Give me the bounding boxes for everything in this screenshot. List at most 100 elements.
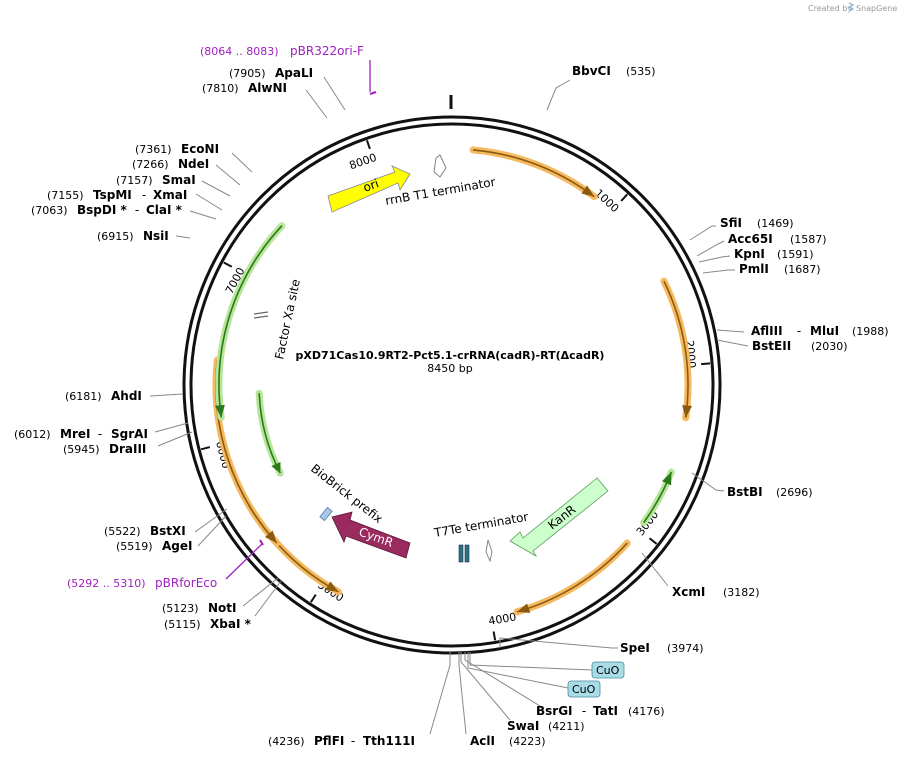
site-label-ahdi[interactable]: (6181) AhdI [65,389,142,403]
site-label-pflfi-tth111i[interactable]: (4236) PflFI - Tth111I [268,734,415,748]
tick-mark [648,537,658,545]
site-name: EcoNI [181,142,219,156]
site-name: SfiI [720,216,742,230]
site-name-2: TatI [593,704,618,718]
tspmi-leader [195,193,223,211]
site-label-acli[interactable]: AclI (4223) [470,734,546,748]
orf-arc-7[interactable] [255,389,284,477]
primer-pos: (5292 .. 5310) [67,577,146,590]
site-pos: (7361) [135,143,172,156]
site-label-spei[interactable]: SpeI (3974) [620,641,704,655]
primer-pbrforeco[interactable] [225,539,264,580]
xcmi-leader [641,552,669,587]
site-name-2: XmaI [153,188,187,202]
orf-arc-2[interactable] [660,277,692,422]
site-name: NdeI [178,157,209,171]
primer-label-pbr322ori-f[interactable]: (8064 .. 8083) pBR322ori-F [200,44,364,58]
site-label-smai[interactable]: (7157) SmaI [116,173,196,187]
site-label-mrei-sgrai[interactable]: (6012) MreI - SgrAI [14,427,148,441]
snapgene-logo-icon [847,2,855,12]
site-label-tspmi-xmai[interactable]: (7155) TspMI - XmaI [47,188,187,202]
site-label-bstbi[interactable]: BstBI (2696) [727,485,813,499]
site-name: BstBI [727,485,763,499]
primer-pbr322ori-f[interactable] [369,60,377,95]
agei-leader [194,508,228,533]
site-pos: (5115) [164,618,201,631]
cuo-box-1[interactable]: CuO [591,661,625,679]
cuo-box-2[interactable]: CuO [567,680,601,698]
site-label-bbvci[interactable]: BbvCI (535) [572,64,656,78]
orf-arc-7-arrowhead [271,461,281,474]
site-label-ndei[interactable]: (7266) NdeI [132,157,209,171]
site-pos: (7155) [47,189,84,202]
site-label-draiii[interactable]: (5945) DraIII [63,442,146,456]
primer-name: pBR322ori-F [290,44,364,58]
tick-mark [200,446,211,451]
site-pos: (7810) [202,82,239,95]
site-name: AhdI [111,389,142,403]
site-label-afliii-mlui[interactable]: AflIII - MluI (1988) [751,324,889,338]
site-label-xcmi[interactable]: XcmI (3182) [672,585,760,599]
orf-arc-3-arrowhead [662,471,672,486]
acli-leader [458,652,467,735]
site-label-econi[interactable]: (7361) EcoNI [135,142,219,156]
site-label-xbai[interactable]: (5115) XbaI * [164,617,252,631]
primer-label-pbrforeco[interactable]: (5292 .. 5310) pBRforEco [67,576,217,590]
site-pos: (6181) [65,390,102,403]
tick-label: 4000 [488,610,518,627]
site-label-bsrgi-tati[interactable]: BsrGI - TatI (4176) [536,704,665,718]
tick-mark [620,193,629,202]
site-sep: - [347,734,359,748]
site-pos: (7157) [116,174,153,187]
site-name: NotI [208,601,237,615]
site-label-alwni[interactable]: (7810) AlwNI [202,81,287,95]
bbvci-leader [546,79,571,111]
nsii-leader [175,235,191,239]
site-name: BsrGI [536,704,573,718]
site-pos: (4236) [268,735,305,748]
sfii-leader [689,225,716,241]
site-pos: (535) [626,65,656,78]
backbone-inner-ring [189,122,715,648]
site-label-pmli[interactable]: PmlI (1687) [739,262,821,276]
site-name-2: MluI [810,324,839,338]
site-label-bstxi[interactable]: (5522) BstXI [104,524,186,538]
draiii-leader [157,431,193,447]
site-label-acc65i[interactable]: Acc65I (1587) [728,232,827,246]
tick-label: 1000 [592,187,621,216]
bstbi-leader [691,472,725,492]
site-name: BbvCI [572,64,611,78]
orf-arc-1-line [472,149,595,198]
site-label-swai[interactable]: SwaI (4211) [507,719,585,733]
ori-feature[interactable]: ori [327,165,411,213]
site-name: BspDI * [77,203,127,217]
plasmid-size: 8450 bp [427,362,472,375]
site-name: Acc65I [728,232,773,246]
site-label-apali[interactable]: (7905) ApaLI [229,66,313,80]
site-name-2: ClaI * [146,203,183,217]
cuo-label-2: CuO [572,683,596,696]
site-label-noti[interactable]: (5123) NotI [162,601,237,615]
site-label-kpni[interactable]: KpnI (1591) [734,247,814,261]
alwni-leader [305,89,328,119]
cuo2-leader [467,652,569,689]
site-label-bspdi-clai[interactable]: (7063) BspDI * - ClaI * [31,203,183,217]
orf-arc-8-line [218,225,283,418]
site-label-nsii[interactable]: (6915) NsiI [97,229,169,243]
site-label-bsteii[interactable]: BstEII (2030) [752,339,848,353]
site-name: SmaI [162,173,196,187]
site-sep: - [94,427,106,441]
backbone-outer-ring [182,115,722,655]
afliii-leader [716,329,745,333]
site-name: AlwNI [248,81,287,95]
tick-mark [701,362,711,366]
site-label-agei[interactable]: (5519) AgeI [116,539,192,553]
t7te-terminator-feature[interactable]: T7Te terminator [432,510,529,563]
site-pos: (7905) [229,67,266,80]
site-sep: - [131,203,143,217]
orf-arc-4-arrowhead [516,603,531,613]
site-pos: (3974) [667,642,704,655]
created-by-text: Created by [808,4,852,13]
bsteii-leader [716,339,749,347]
site-label-sfii[interactable]: SfiI (1469) [720,216,794,230]
